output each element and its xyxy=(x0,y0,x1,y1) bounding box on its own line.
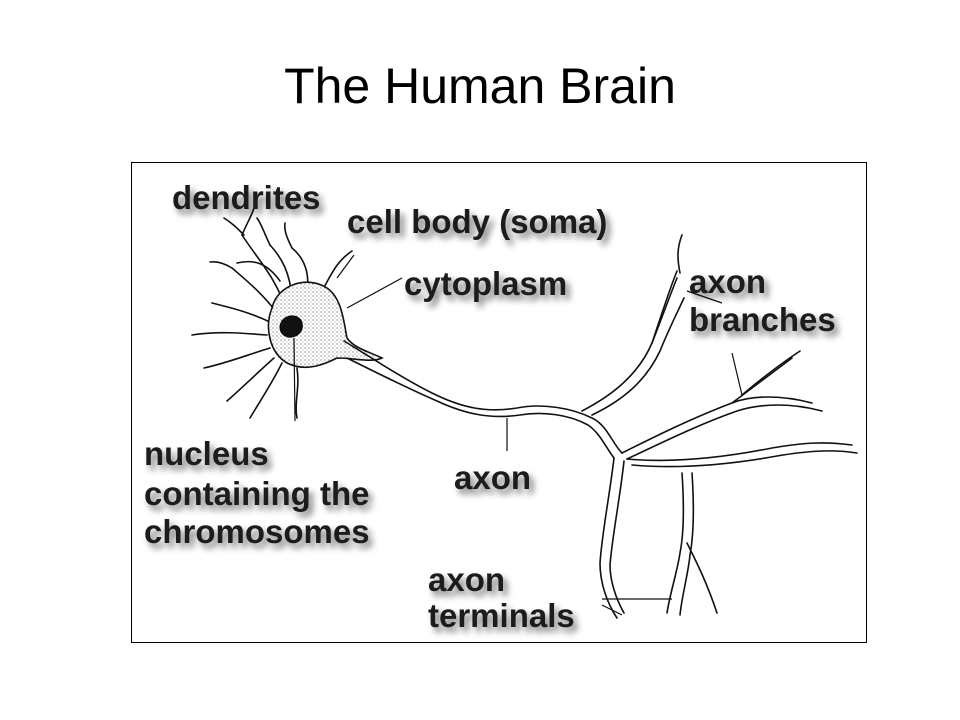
label-axon: axon xyxy=(454,459,531,496)
label-cytoplasm: cytoplasm xyxy=(404,265,567,302)
cell-body-shape xyxy=(267,281,384,368)
neuron-diagram: dendrites cell body (soma) cytoplasm axo… xyxy=(144,179,858,634)
slide-title: The Human Brain xyxy=(284,58,676,114)
leader-lines xyxy=(293,254,743,616)
label-cell-body: cell body (soma) xyxy=(347,203,607,240)
label-axon-branches-line2: branches xyxy=(689,301,836,338)
label-nucleus-line2: containing the xyxy=(144,475,370,512)
label-dendrites: dendrites xyxy=(172,179,321,216)
dendrites-lines xyxy=(191,207,353,419)
nucleus-shape xyxy=(279,315,303,338)
axon-shape xyxy=(343,234,858,619)
neuron-diagram-frame: dendrites cell body (soma) cytoplasm axo… xyxy=(131,162,867,643)
label-axon-terminals-line2: terminals xyxy=(428,597,575,634)
label-nucleus-line3: chromosomes xyxy=(144,513,370,550)
label-axon-branches-line1: axon xyxy=(689,263,766,300)
label-nucleus-line1: nucleus xyxy=(144,435,269,472)
label-axon-terminals-line1: axon xyxy=(428,561,505,598)
